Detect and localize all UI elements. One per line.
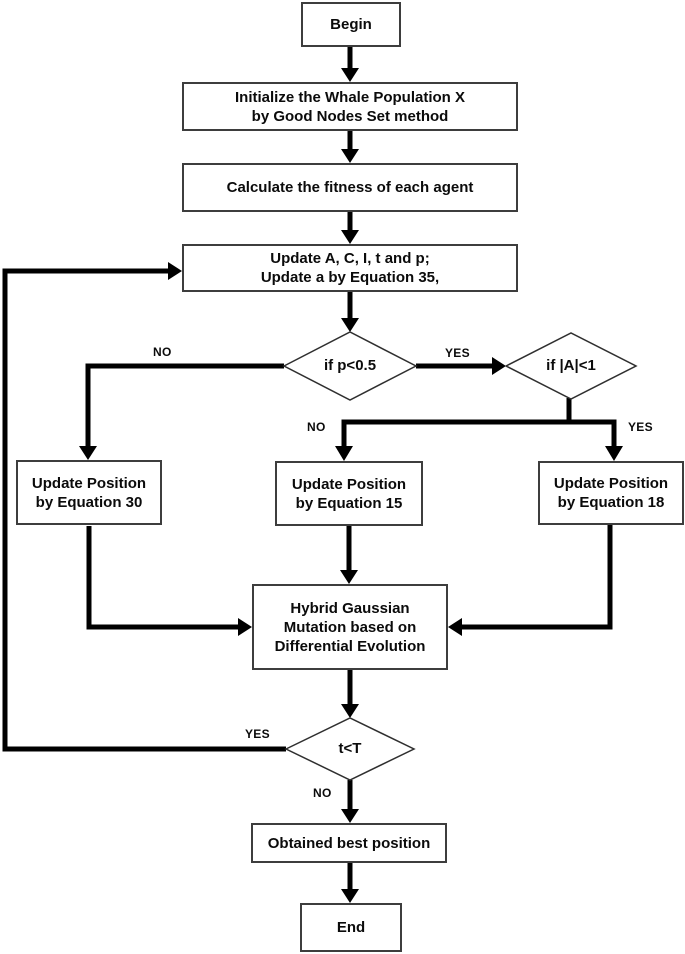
arrowhead-a-no-eq15 [335, 446, 353, 461]
update-eq30-line2: by Equation 30 [35, 493, 143, 511]
arrowhead-p-yes-decisiona [492, 357, 506, 375]
decision-p-shape [282, 331, 418, 401]
arrowhead-hybrid-decisiont [341, 704, 359, 718]
edge-t-yes-loop [2, 268, 286, 752]
update-eq18-line2: by Equation 18 [557, 494, 665, 511]
update-params-line2: Update a by Equation 35, [260, 269, 440, 286]
update-eq15-line2: by Equation 15 [295, 494, 403, 512]
arrowhead-eq15-hybrid [340, 570, 358, 584]
calculate-fitness-label: Calculate the fitness of each agent [226, 179, 474, 196]
obtained-best-node: Obtained best position [251, 823, 447, 863]
arrowhead-calc-update [341, 230, 359, 244]
hybrid-mutation-line3: Differential Evolution [274, 637, 426, 655]
arrowhead-eq18-hybrid [448, 618, 462, 636]
edge-eq18-hybrid [460, 525, 613, 630]
update-params-node: Update A, C, I, t and p; Update a by Equ… [182, 244, 518, 292]
edge-label-a-yes: YES [628, 420, 653, 434]
arrowhead-update-decisionp [341, 318, 359, 332]
calculate-fitness-node: Calculate the fitness of each agent [182, 163, 518, 212]
obtained-best-label: Obtained best position [267, 834, 431, 852]
update-params-line1: Update A, C, I, t and p; [270, 250, 430, 267]
edge-eq30-hybrid [86, 526, 240, 630]
arrowhead-t-no-obtained [341, 809, 359, 823]
update-eq15-node: Update Position by Equation 15 [275, 461, 423, 526]
decision-p-label: if p<0.5 [323, 357, 377, 374]
update-eq30-line1: Update Position [31, 474, 147, 492]
decision-t-label: t<T [338, 740, 362, 757]
edge-label-p-no: NO [153, 345, 172, 359]
initialize-line1: Initialize the Whale Population X [234, 88, 466, 106]
edge-label-a-no: NO [307, 420, 326, 434]
arrowhead-begin-init [341, 68, 359, 82]
hybrid-mutation-line2: Mutation based on [283, 618, 417, 636]
edge-decisiona-split [341, 419, 617, 447]
hybrid-mutation-node: Hybrid Gaussian Mutation based on Differ… [252, 584, 448, 670]
arrowhead-eq30-hybrid [238, 618, 252, 636]
end-node: End [300, 903, 402, 952]
arrowhead-obtained-end [341, 889, 359, 903]
edge-label-t-no: NO [313, 786, 332, 800]
initialize-node: Initialize the Whale Population X by Goo… [182, 82, 518, 131]
arrowhead-t-yes-loop [168, 262, 182, 280]
update-eq30-node: Update Position by Equation 30 [16, 460, 162, 525]
begin-node: Begin [301, 2, 401, 47]
decision-a-label: if |A|<1 [546, 357, 596, 374]
hybrid-mutation-line1: Hybrid Gaussian [290, 599, 410, 617]
edge-label-t-yes: YES [245, 727, 270, 741]
end-label: End [336, 919, 366, 936]
update-eq15-line1: Update Position [291, 475, 407, 493]
update-eq18-node: Update Position by Equation 18 [538, 461, 684, 525]
edge-label-p-yes: YES [445, 346, 470, 360]
edge-p-no-eq30 [85, 363, 284, 447]
decision-t-shape [284, 717, 416, 781]
arrowhead-init-calc [341, 149, 359, 163]
initialize-line2: by Good Nodes Set method [251, 107, 449, 125]
begin-label: Begin [330, 16, 372, 33]
decision-a-shape [504, 332, 638, 400]
update-eq18-line1: Update Position [553, 475, 669, 492]
arrowhead-a-yes-eq18 [605, 446, 623, 461]
arrowhead-p-no-eq30 [79, 446, 97, 460]
